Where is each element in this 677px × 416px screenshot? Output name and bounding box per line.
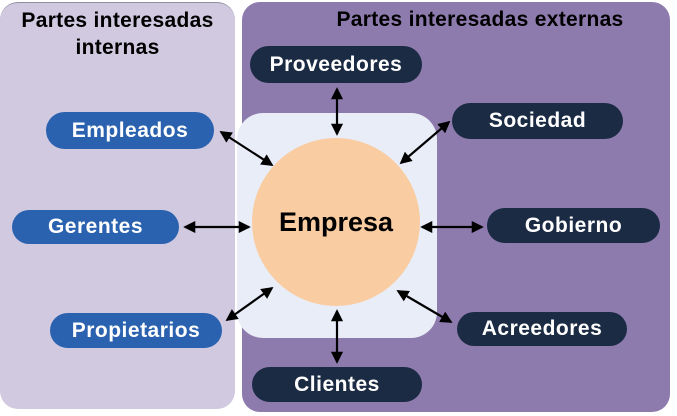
- empresa-label: Empresa: [278, 206, 394, 237]
- node-sociedad: Sociedad: [452, 103, 623, 139]
- internal-panel-title: Partes interesadas internas: [21, 9, 214, 59]
- empresa-node: Empresa: [252, 138, 420, 306]
- node-gobierno: Gobierno: [487, 208, 660, 243]
- node-gerentes: Gerentes: [12, 210, 179, 244]
- node-acreedores: Acreedores: [457, 312, 627, 346]
- external-panel-title: Partes interesadas externas: [336, 8, 624, 31]
- node-clientes: Clientes: [252, 367, 422, 402]
- node-propietarios: Propietarios: [50, 313, 222, 348]
- node-empleados: Empleados: [46, 112, 214, 149]
- node-proveedores: Proveedores: [250, 46, 422, 83]
